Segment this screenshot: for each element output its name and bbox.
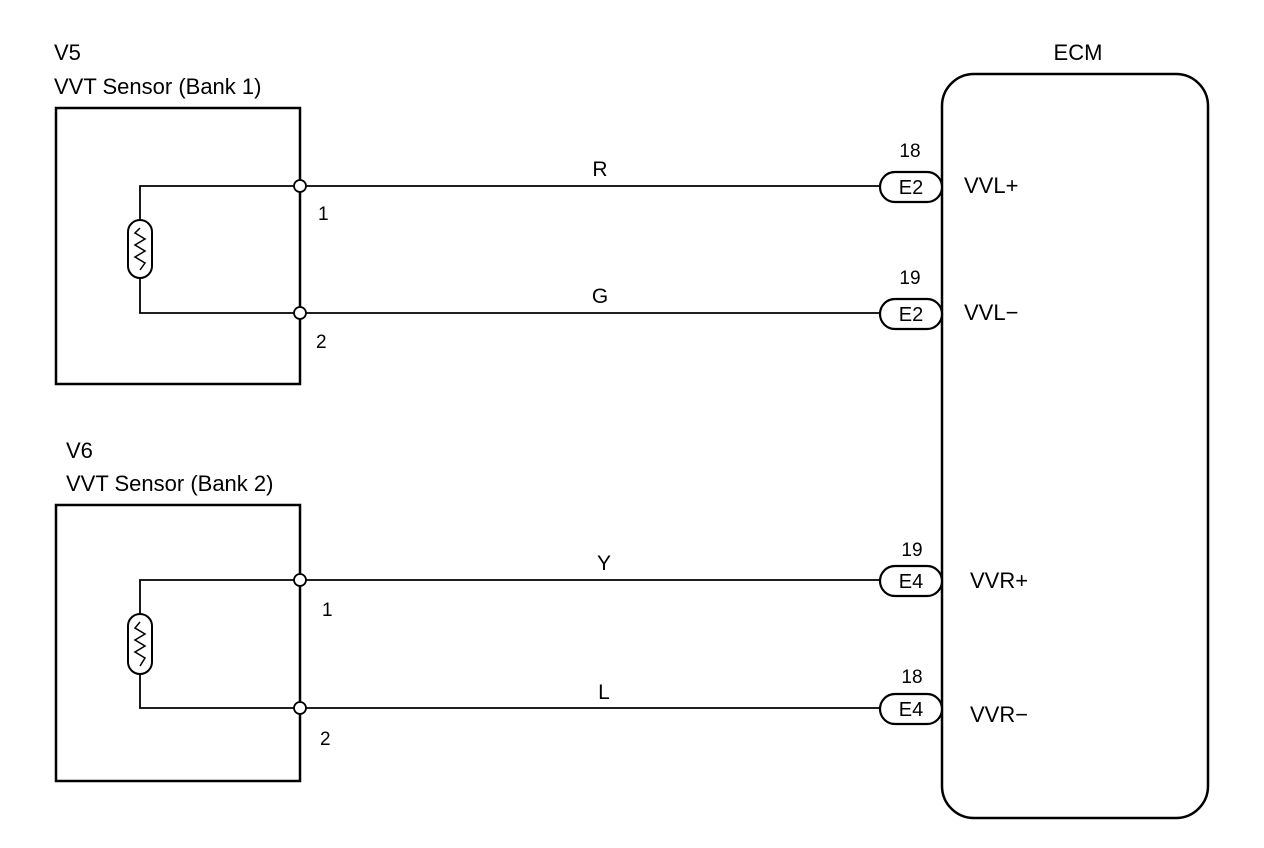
- signal-vvr-plus: VVR+: [970, 568, 1028, 593]
- connector-e4-a: [878, 564, 944, 598]
- wire-g-ecm-pin: 19: [899, 268, 920, 289]
- sensor-v6: V6 VVT Sensor (Bank 2) 1 2: [54, 438, 333, 783]
- wire-l-color: L: [598, 681, 610, 704]
- connector-e4-b-label: E4: [899, 699, 923, 721]
- connector-e2-b: [878, 297, 944, 331]
- connector-e2-a: [878, 170, 944, 204]
- sensor-v5-box: [54, 106, 302, 386]
- connector-e2-a-label: E2: [899, 177, 923, 199]
- wire-l: L 18 E4 VVR−: [306, 667, 1028, 727]
- wire-r-color: R: [592, 158, 607, 181]
- sensor-v5-coil-icon: [127, 219, 153, 279]
- connector-e4-a-label: E4: [899, 571, 923, 593]
- sensor-v5-terminal-2: [293, 306, 307, 320]
- ecm-label: ECM: [1054, 40, 1103, 65]
- sensor-v6-pin-1: 1: [322, 600, 333, 621]
- sensor-v6-name: VVT Sensor (Bank 2): [66, 471, 273, 496]
- wire-y-color: Y: [597, 552, 611, 575]
- wire-g-color: G: [592, 285, 608, 308]
- sensor-v6-terminal-1: [293, 573, 307, 587]
- wire-r-ecm-pin: 18: [899, 141, 920, 162]
- sensor-v6-box: [54, 503, 302, 783]
- sensor-v5-name: VVT Sensor (Bank 1): [54, 74, 261, 99]
- sensor-v5-terminal-1: [293, 179, 307, 193]
- sensor-v6-terminal-2: [293, 701, 307, 715]
- sensor-v5: V5 VVT Sensor (Bank 1) 1 2: [54, 40, 329, 386]
- ecm: ECM: [940, 40, 1210, 820]
- signal-vvr-minus: VVR−: [970, 702, 1028, 727]
- signal-vvl-minus: VVL−: [964, 300, 1018, 325]
- sensor-v6-coil-icon: [127, 613, 153, 675]
- sensor-v6-pin-2: 2: [320, 729, 331, 750]
- connector-e2-b-label: E2: [899, 304, 923, 326]
- wire-y-ecm-pin: 19: [901, 540, 922, 561]
- sensor-v6-code: V6: [66, 438, 93, 463]
- wire-r: R 18 E2 VVL+: [306, 141, 1018, 204]
- signal-vvl-plus: VVL+: [964, 173, 1018, 198]
- ecm-box: [940, 72, 1210, 820]
- wire-y: Y 19 E4 VVR+: [306, 540, 1028, 598]
- connector-e4-b: [878, 692, 944, 726]
- sensor-v5-code: V5: [54, 40, 81, 65]
- wire-l-ecm-pin: 18: [901, 667, 922, 688]
- sensor-v5-pin-1: 1: [318, 204, 329, 225]
- wire-g: G 19 E2 VVL−: [306, 268, 1018, 331]
- sensor-v5-pin-2: 2: [316, 332, 327, 353]
